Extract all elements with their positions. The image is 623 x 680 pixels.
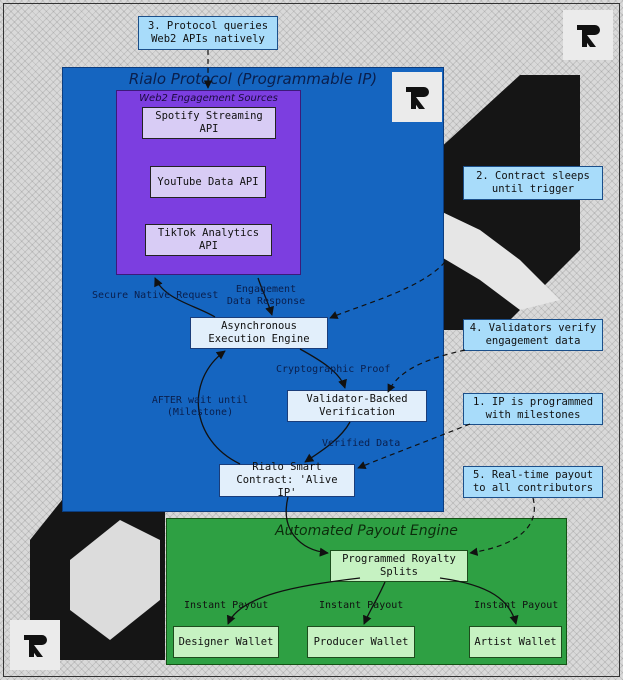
- note-protocol-queries: 3. Protocol queries Web2 APIs natively: [138, 16, 278, 50]
- note-ip-programmed: 1. IP is programmed with milestones: [463, 393, 603, 425]
- label-instant-payout-artist: Instant Payout: [474, 600, 559, 611]
- label-instant-payout-producer: Instant Payout: [319, 600, 404, 611]
- logo-bottom-left: [10, 620, 60, 670]
- producer-wallet: Producer Wallet: [307, 626, 415, 658]
- artist-wallet: Artist Wallet: [469, 626, 562, 658]
- label-secure-request: Secure Native Request: [92, 290, 219, 301]
- label-engagement-response: Engagement Data Response: [226, 284, 306, 307]
- web2-panel-title: Web2 Engagement Sources: [139, 93, 278, 104]
- note-validators-verify: 4. Validators verify engagement data: [463, 319, 603, 351]
- note-realtime-payout: 5. Real-time payout to all contributors: [463, 466, 603, 498]
- note-contract-sleeps: 2. Contract sleeps until trigger: [463, 166, 603, 200]
- validator-verification: Validator-Backed Verification: [287, 390, 427, 422]
- label-after-wait: AFTER wait until (Milestone): [151, 395, 249, 418]
- tiktok-api-box: TikTok Analytics API: [145, 224, 272, 256]
- payout-panel-title: Automated Payout Engine: [275, 523, 458, 539]
- logo-top-right: [563, 10, 613, 60]
- rialo-logo-icon: [577, 25, 600, 47]
- royalty-splits-box: Programmed Royalty Splits: [330, 550, 468, 582]
- async-execution-engine: Asynchronous Execution Engine: [190, 317, 328, 349]
- spotify-api-box: Spotify Streaming API: [142, 107, 276, 139]
- protocol-panel-title: Rialo Protocol (Programmable IP): [128, 70, 378, 88]
- youtube-api-box: YouTube Data API: [150, 166, 266, 198]
- rialo-logo-icon: [406, 87, 429, 109]
- label-verified-data: Verified Data: [322, 438, 401, 449]
- rialo-smart-contract: Rialo Smart Contract: 'Alive IP': [219, 461, 355, 499]
- label-instant-payout-designer: Instant Payout: [184, 600, 269, 611]
- label-cryptographic-proof: Cryptographic Proof: [276, 364, 391, 375]
- logo-protocol-panel: [392, 72, 442, 122]
- designer-wallet: Designer Wallet: [173, 626, 279, 658]
- rialo-logo-icon: [24, 635, 47, 657]
